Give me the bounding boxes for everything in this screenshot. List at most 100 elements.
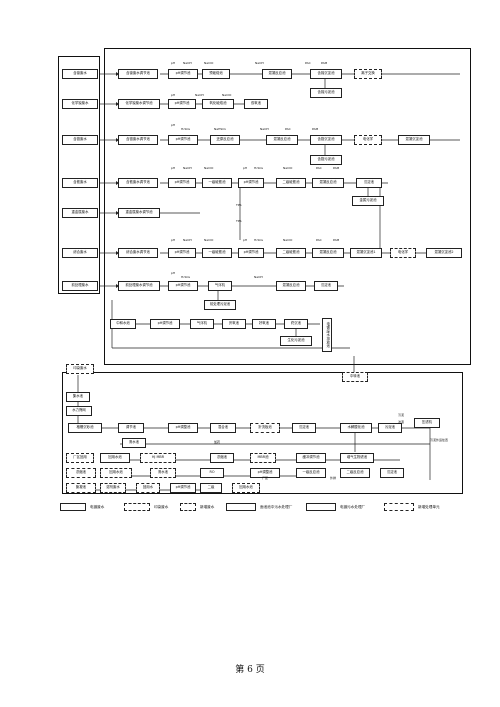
chem: pH [171,93,176,97]
box: 污泥池 [378,423,402,433]
tank: 混凝反应池 [312,248,344,258]
source-pretreatment: 前处理废水 [62,281,98,291]
tank: 混凝沉淀池1 [350,248,382,258]
tank: pH调节池 [168,178,196,188]
tank: 含氰废水调节池 [118,178,158,188]
box: 厂区回用 [66,453,94,463]
collect-tank: 集水池 [66,392,90,402]
box: 调节池 [118,423,144,433]
chem: PAM [312,127,319,131]
note: 滤液 [398,420,405,424]
source-chrome: 含铬废水 [62,135,98,145]
page-number: 第 6 页 [235,665,265,675]
box: 回用水 [136,483,160,493]
tank: pH调节池 [238,248,264,258]
legend-swatch-city [226,503,256,511]
sludge-tank: 前处理污泥池 [204,300,236,310]
ink-source: 印染废水 [66,364,94,374]
sludge-tank: 含镍污泥池 [310,88,342,98]
tank: 双氧池 [244,99,268,109]
tank: pH调节池 [168,69,198,79]
box: MBR池 [250,453,276,463]
chem: PAC [305,61,311,65]
tank: 二级破氰池 [276,248,306,258]
tank: 混凝反应池 [262,69,292,79]
box: 浓缩池 [66,468,96,478]
tank: 二级破氰池 [276,178,306,188]
tank: 含铬废水调节池 [118,135,158,145]
legend-label: 印染废水 [154,505,169,509]
box: 折流板池 [250,423,280,433]
sources-column-frame [58,56,100,294]
source-nickel: 含镍废水 [62,69,98,79]
chem: pH [171,123,176,127]
legend-label: 面池池中污水处理厂 [260,505,293,509]
tank: 重金属废水调节池 [118,208,160,218]
tank: 含铬沉淀池 [310,135,342,145]
chem: NaClO [204,238,214,242]
legend-swatch-plating-plant [306,503,336,511]
box: HJ MBR [140,453,176,463]
dyeing-zone-frame [62,372,463,494]
discharge-tank: 电镀废水排放池 [322,318,332,352]
chem: NaOH [255,61,264,65]
chem: NaClO [204,166,214,170]
box: 沉淀池 [380,468,404,478]
chem: PAC [316,166,322,170]
box: 混合池 [210,423,236,433]
box: 浓缩池 [210,453,234,463]
chem: NaClO [204,61,214,65]
tank: 沉淀池 [356,178,382,188]
box: 格栅沉砂池 [68,423,102,433]
tank: pH调节池 [168,248,196,258]
tank: 混凝反应池 [312,178,344,188]
legend-label: 新增废水 [200,505,215,509]
tank: 好氧池 [252,319,276,329]
chem: H₂SO₄ [254,238,263,242]
legend-label: 电镀污水处理厂 [340,505,366,509]
note: 污泥 [398,413,405,417]
tank: 还原反应池 [210,135,240,145]
note: 加药 [214,440,221,444]
tank: 电化学 [390,248,416,258]
source-cyanide: 含氰废水 [62,178,98,188]
legend-label: 新增处理单元 [418,505,440,509]
chem: PAM [333,166,340,170]
box: 溶剂废水 [100,483,126,493]
chem: pH [243,238,248,242]
box: 清水池 [150,468,176,478]
box: 缓冲调节池 [296,453,326,463]
box: 沉淀池 [292,423,316,433]
tank: 离子交换 [354,69,382,79]
tank: 一级破氰池 [202,248,232,258]
tank: 氧化破络池 [202,99,234,109]
tank: 综合废水调节池 [118,248,158,258]
box: 二级反应池 [340,468,370,478]
box: pH调整池 [168,423,198,433]
tank: 混凝沉淀池 [398,135,430,145]
tank: 一级破氰池 [202,178,232,188]
legend-swatch-dye [124,503,150,511]
tank: 混凝反应池 [276,281,306,291]
tank: pH调节池 [150,319,180,329]
note: 厂区 [262,476,269,480]
chem: NaHSO₃ [214,127,226,131]
tank: pH调节池 [168,281,198,291]
note: 外排 [330,476,337,480]
chem: NaOH [183,166,192,170]
tank: 沉淀池 [314,281,338,291]
tank: 中和水池 [110,319,136,329]
legend-swatch-plating [60,503,86,511]
chem: PAM [333,238,340,242]
chem: H₂SO₄ [181,127,190,131]
screen: 水力筛网 [66,406,92,416]
box: 回用水池 [100,453,130,463]
chem: pH [171,238,176,242]
tank: 混凝沉淀池2 [426,248,462,258]
chem: pH [171,166,176,170]
chem: NaClO [222,93,232,97]
legend-swatch-new-unit [384,503,414,511]
tank: 化学镍废水调节池 [118,99,160,109]
legend-label: 电镀废水 [90,505,105,509]
tank: 终沉池 [284,319,308,329]
